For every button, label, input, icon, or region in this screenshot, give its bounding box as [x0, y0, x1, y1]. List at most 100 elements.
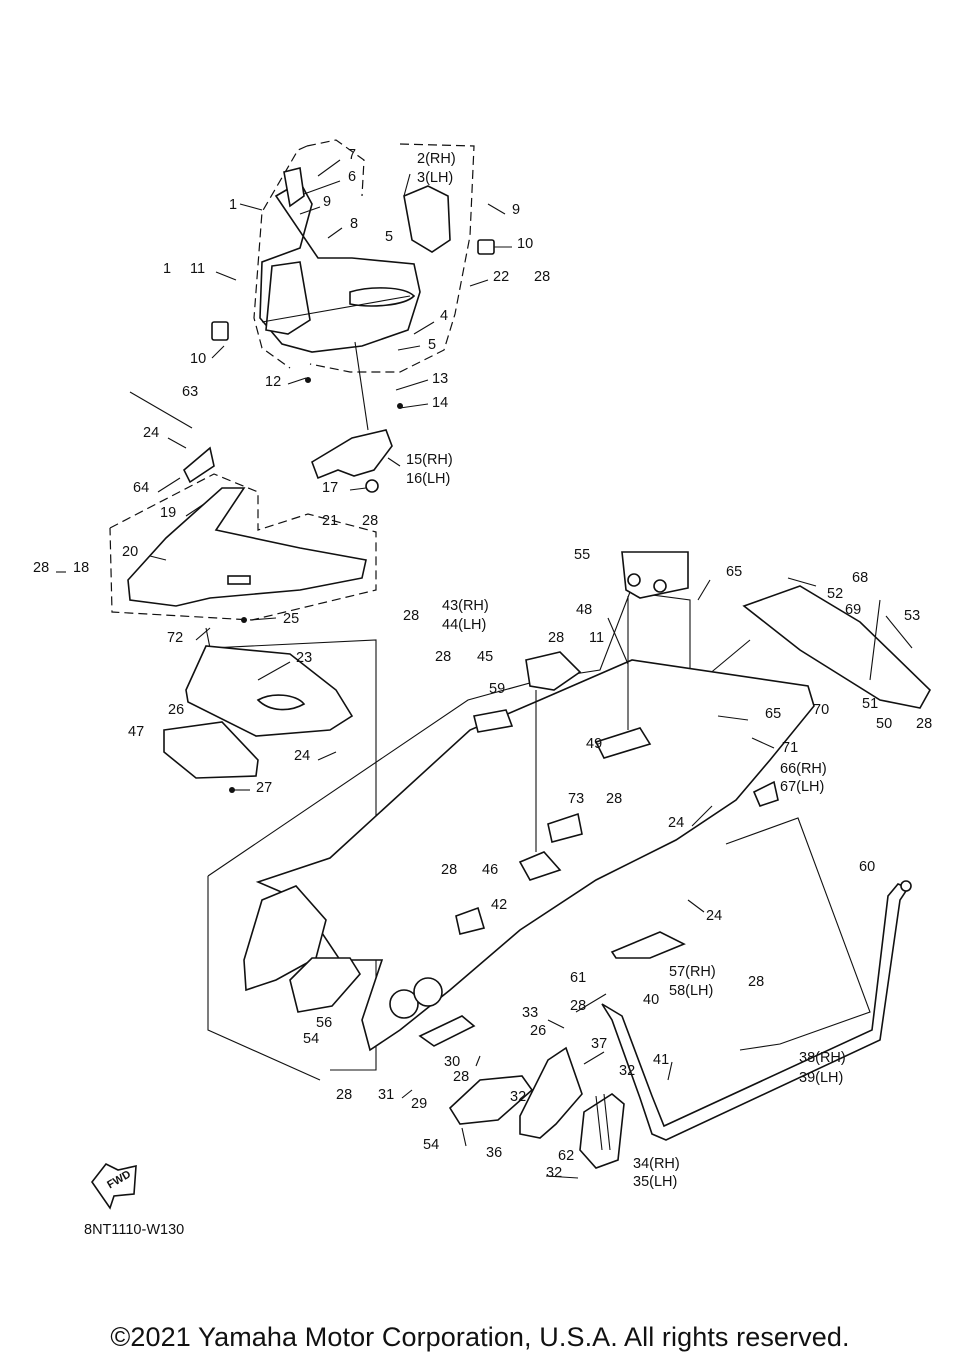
part-callout: 49	[586, 736, 602, 752]
part-callout: 24	[706, 908, 722, 924]
part-callout: 28	[453, 1069, 469, 1085]
part-callout: 46	[482, 862, 498, 878]
part-callout: 14	[432, 395, 448, 411]
forward-arrow-icon: FWD	[91, 1162, 137, 1210]
part-callout: 40	[643, 992, 659, 1008]
part-callout: 56	[316, 1015, 332, 1031]
part-callout: 35(LH)	[633, 1174, 677, 1190]
part-callout: 8	[350, 216, 358, 232]
part-callout: 24	[294, 748, 310, 764]
part-callout: 4	[440, 308, 448, 324]
part-callout: 52	[827, 586, 843, 602]
part-callout: 3(LH)	[417, 170, 453, 186]
part-callout: 16(LH)	[406, 471, 450, 487]
part-callout: 32	[619, 1063, 635, 1079]
part-callout: 65	[726, 564, 742, 580]
part-callout: 57(RH)	[669, 964, 716, 980]
part-callout: 65	[765, 706, 781, 722]
part-callout: 37	[591, 1036, 607, 1052]
part-callout: 28	[570, 998, 586, 1014]
part-callout: 24	[143, 425, 159, 441]
part-callout: 69	[845, 602, 861, 618]
part-callout: 17	[322, 480, 338, 496]
part-callout: 33	[522, 1005, 538, 1021]
part-callout: 21	[322, 513, 338, 529]
part-callout: 64	[133, 480, 149, 496]
copyright-notice: ©2021 Yamaha Motor Corporation, U.S.A. A…	[110, 1322, 850, 1352]
part-callout: 48	[576, 602, 592, 618]
part-callout: 66(RH)	[780, 761, 827, 777]
part-callout: 1	[229, 197, 237, 213]
part-callout: 31	[378, 1087, 394, 1103]
part-callout: 28	[403, 608, 419, 624]
part-callout: 42	[491, 897, 507, 913]
part-callout: 70	[813, 702, 829, 718]
part-callout: 28	[336, 1087, 352, 1103]
part-callout: 54	[423, 1137, 439, 1153]
part-callout: 28	[548, 630, 564, 646]
part-callout: 55	[574, 547, 590, 563]
part-callout: 20	[122, 544, 138, 560]
part-callout: 15(RH)	[406, 452, 453, 468]
part-callout: 50	[876, 716, 892, 732]
part-callout: 68	[852, 570, 868, 586]
part-callout: 51	[862, 696, 878, 712]
part-callout: 26	[168, 702, 184, 718]
part-callout: 9	[323, 194, 331, 210]
part-callout: 36	[486, 1145, 502, 1161]
lower-panel-group	[163, 627, 377, 1071]
tunnel-group	[207, 551, 931, 1081]
part-callout: 12	[265, 374, 281, 390]
part-callout: 32	[546, 1165, 562, 1181]
part-callout: 6	[348, 169, 356, 185]
part-callout: 60	[859, 859, 875, 875]
part-callout: 25	[283, 611, 299, 627]
part-callout: 58(LH)	[669, 983, 713, 999]
part-callout: 7	[348, 147, 356, 163]
part-callout: 1	[163, 261, 171, 277]
part-callout: 5	[428, 337, 436, 353]
upper-arm-group	[129, 391, 401, 493]
part-callout: 38(RH)	[799, 1050, 846, 1066]
part-callout: 72	[167, 630, 183, 646]
part-callout: 34(RH)	[633, 1156, 680, 1172]
part-callout: 28	[33, 560, 49, 576]
part-callout: 9	[512, 202, 520, 218]
part-callout: 39(LH)	[799, 1070, 843, 1086]
part-callout: 30	[444, 1054, 460, 1070]
part-callout: 73	[568, 791, 584, 807]
part-callout: 44(LH)	[442, 617, 486, 633]
part-callout: 28	[916, 716, 932, 732]
part-callout: 27	[256, 780, 272, 796]
part-callout: 23	[296, 650, 312, 666]
part-callout: 10	[190, 351, 206, 367]
part-callout: 24	[668, 815, 684, 831]
part-callout: 28	[748, 974, 764, 990]
part-callout: 2(RH)	[417, 151, 456, 167]
bulkhead-frame-group	[56, 446, 377, 641]
part-callout: 67(LH)	[780, 779, 824, 795]
part-callout: 5	[385, 229, 393, 245]
part-callout: 45	[477, 649, 493, 665]
part-callout: 28	[534, 269, 550, 285]
part-callout: 28	[441, 862, 457, 878]
part-callout: 28	[362, 513, 378, 529]
part-callout: 19	[160, 505, 176, 521]
part-callout: 63	[182, 384, 198, 400]
part-callout: 47	[128, 724, 144, 740]
part-callout: 10	[517, 236, 533, 252]
part-callout: 61	[570, 970, 586, 986]
running-board-group	[401, 817, 912, 1179]
part-callout: 62	[558, 1148, 574, 1164]
part-callout: 54	[303, 1031, 319, 1047]
part-callout: 71	[782, 740, 798, 756]
part-callout: 28	[606, 791, 622, 807]
part-callout: 22	[493, 269, 509, 285]
part-callout: 11	[589, 630, 604, 646]
part-callout: 28	[435, 649, 451, 665]
front-frame-group	[211, 139, 512, 431]
part-callout: 43(RH)	[442, 598, 489, 614]
part-callout: 11	[190, 261, 205, 277]
